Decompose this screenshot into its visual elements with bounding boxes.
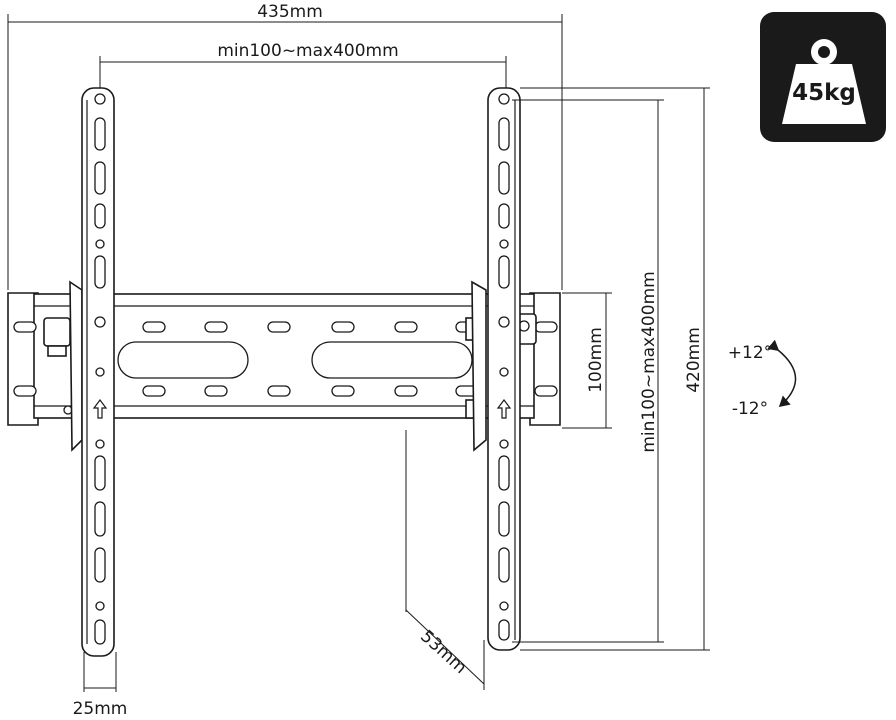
vesa-horizontal-label: min100~max400mm: [217, 41, 398, 61]
right-vertical-arm: [471, 87, 521, 651]
tilt-up-label: +12°: [728, 343, 772, 363]
dimension-overall-width: 435mm: [7, 2, 563, 290]
load-capacity-badge: 45kg: [760, 12, 886, 142]
right-arrow-up-icon: [496, 399, 512, 419]
dimension-vesa-vertical: min100~max400mm: [512, 99, 664, 643]
dimension-arm-width: 25mm: [73, 652, 128, 719]
overall-height-label: 420mm: [684, 327, 704, 393]
dimension-wall-distance: 53mm: [405, 430, 485, 690]
dimension-vesa-horizontal: min100~max400mm: [99, 41, 507, 96]
arm-width-label: 25mm: [73, 699, 128, 719]
tilt-arrow-icon: [767, 339, 797, 407]
dimension-bracket-height: 100mm: [562, 292, 612, 429]
dimension-overall-height: 420mm: [520, 87, 710, 651]
lower-slots: [13, 385, 558, 397]
weight-icon: [782, 39, 866, 124]
right-cutout: [311, 341, 473, 379]
left-cutout: [117, 341, 249, 379]
left-lock-knob: [43, 317, 73, 415]
left-arrow-up-icon: [92, 399, 108, 419]
vesa-vertical-label: min100~max400mm: [639, 271, 659, 452]
left-vertical-arm: [69, 87, 115, 657]
wall-plate: [7, 292, 561, 426]
bracket-height-label: 100mm: [586, 327, 606, 393]
load-label: 45kg: [792, 80, 856, 106]
tilt-indicator: +12° -12°: [728, 339, 797, 419]
overall-width-label: 435mm: [257, 2, 323, 22]
wall-distance-label: 53mm: [416, 627, 470, 679]
tilt-down-label: -12°: [732, 399, 768, 419]
